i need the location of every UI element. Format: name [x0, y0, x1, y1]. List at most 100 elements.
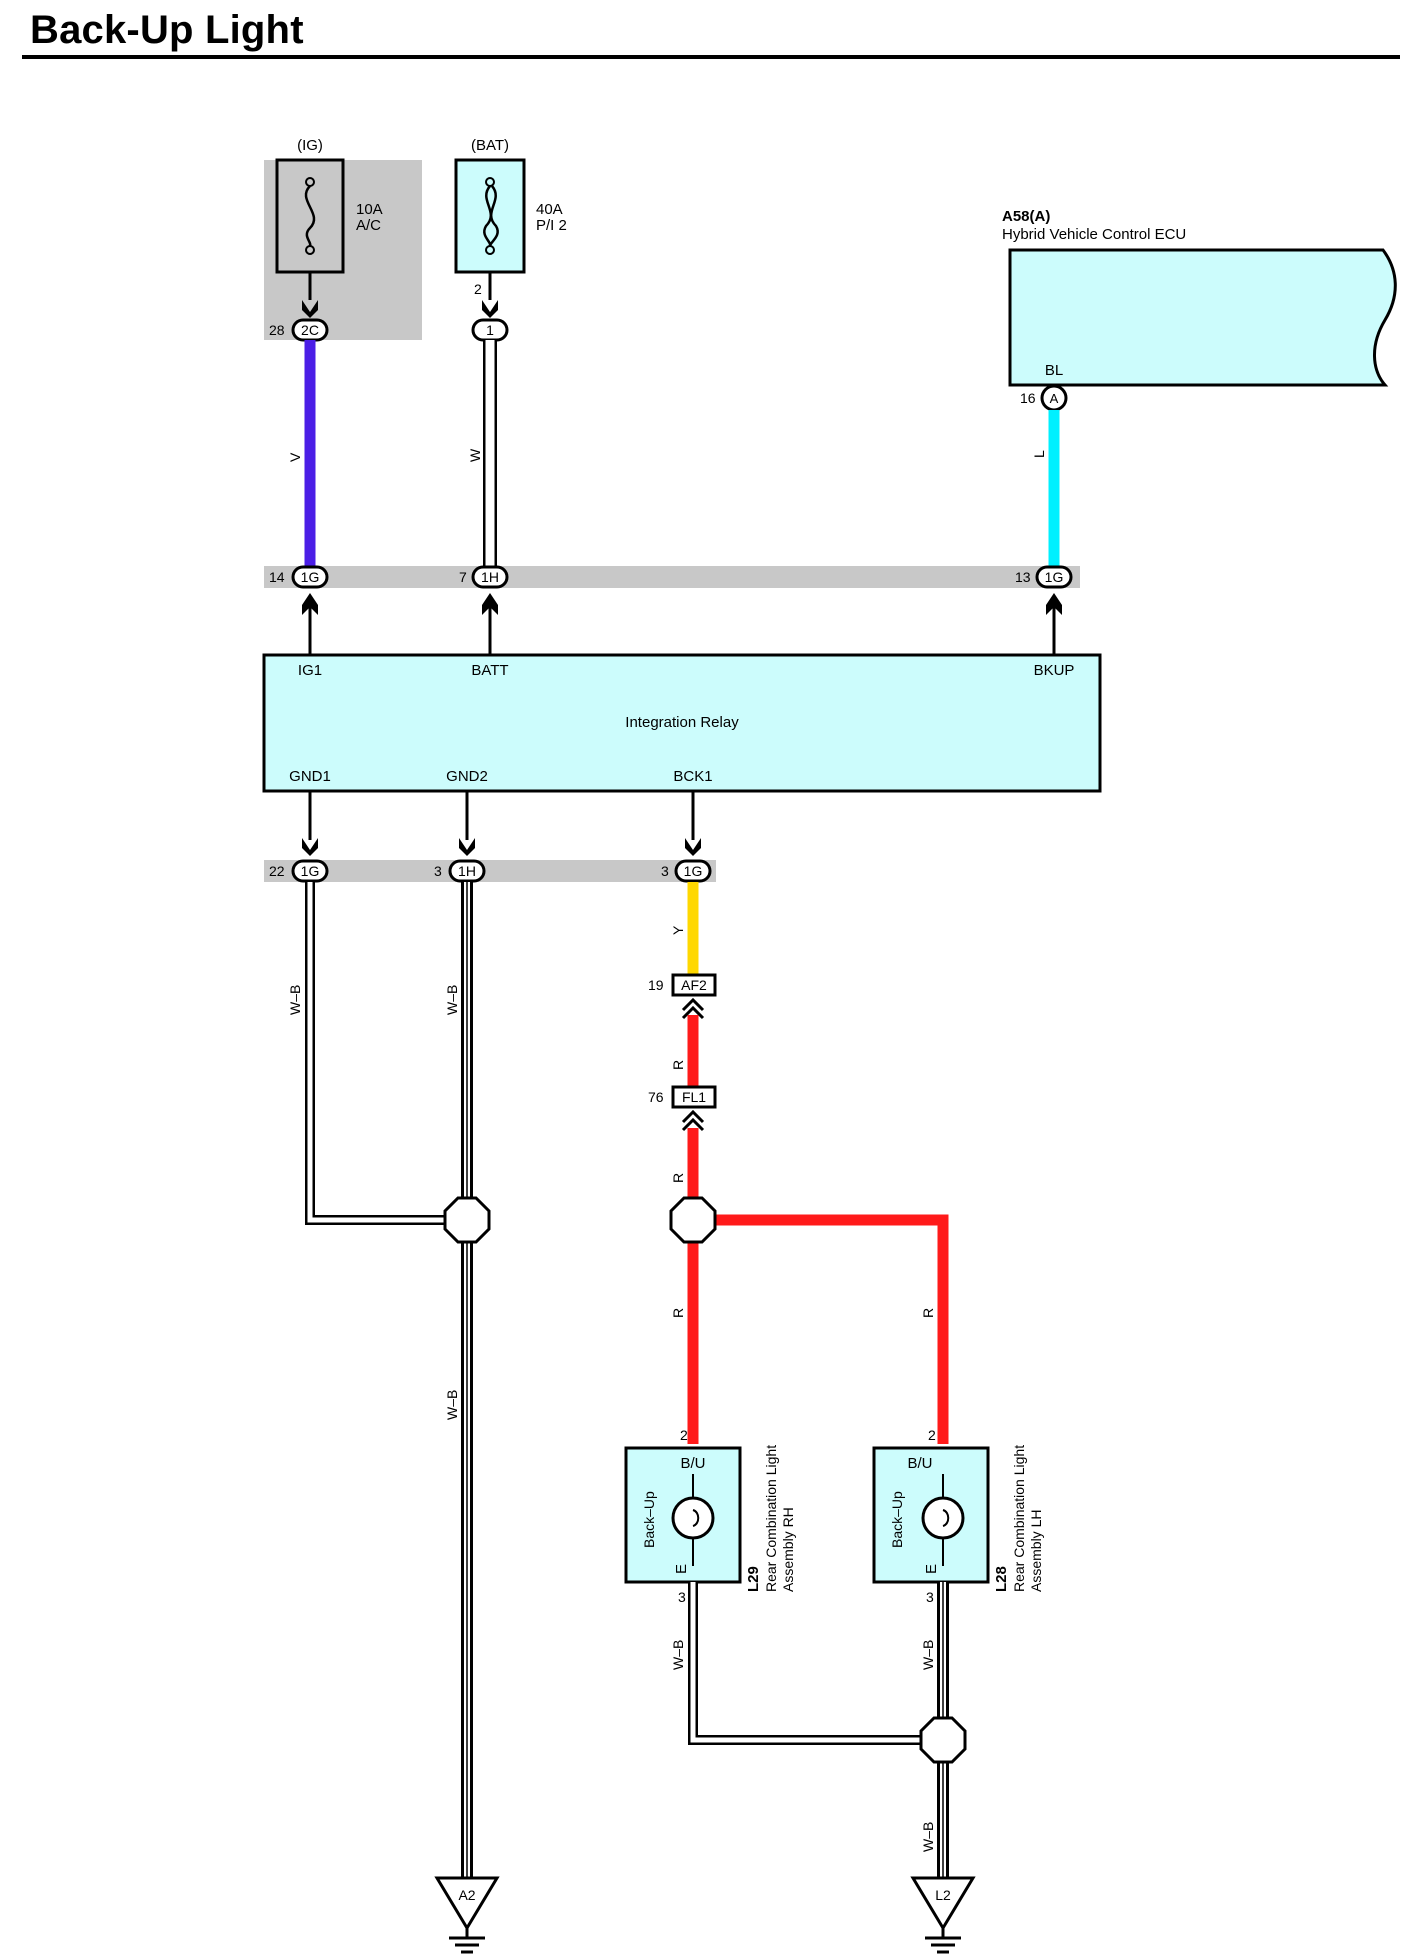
- lamp-l28-pin-top: 2: [928, 1427, 936, 1443]
- arrow-icon: [1046, 593, 1062, 615]
- bottom-junction-bar: [264, 860, 716, 882]
- fuse-bat-pin: 2: [474, 281, 482, 297]
- splice-point-signal: [669, 1196, 717, 1244]
- bottom-junction-3-conn: 1G: [684, 863, 703, 879]
- relay-term-bck1: BCK1: [673, 768, 712, 785]
- backup-signal-path: Y AF2 19 R FL1 76 R R R: [648, 882, 949, 1444]
- connector-fl1: [671, 1085, 717, 1109]
- arrow-icon: [302, 593, 318, 615]
- lamp-l28-lh: 2 B/U Back–Up E L28 Rear Combination Lig…: [872, 1427, 1044, 1605]
- relay-term-batt: BATT: [471, 662, 508, 679]
- connector-fl1-pin: 76: [648, 1089, 664, 1105]
- arrow-icon: [302, 300, 318, 318]
- lamp-l28-code: L28: [993, 1566, 1010, 1592]
- top-junction-1-pin: 14: [269, 569, 285, 585]
- top-junction-3-conn: 1G: [1045, 569, 1064, 585]
- lamp-l28-pin-bottom: 3: [926, 1589, 934, 1605]
- lamp-l28-name2: Assembly LH: [1028, 1510, 1044, 1592]
- lamp-l29-code: L29: [745, 1566, 762, 1592]
- lamp-l29-bu: B/U: [680, 1455, 705, 1472]
- bulb-icon: [671, 1496, 715, 1540]
- fuse-ig-source: (IG): [297, 137, 323, 154]
- lamp-l29-name1: Rear Combination Light: [763, 1445, 779, 1592]
- bottom-junction-3-pin: 3: [661, 863, 669, 879]
- wire-wb3-label: W–B: [444, 1390, 460, 1420]
- ecu-box: [1008, 248, 1397, 387]
- lamp-l28-bu: B/U: [907, 1455, 932, 1472]
- ecu-pin: 16: [1020, 390, 1036, 406]
- relay-top-arrows: [302, 593, 1062, 654]
- wire-wb5-label: W–B: [920, 1640, 936, 1670]
- bottom-junction-2-conn: 1H: [458, 863, 476, 879]
- ecu-code: A58(A): [1002, 208, 1050, 225]
- splice-point-lamp-ground: [919, 1716, 967, 1764]
- relay-bottom-arrows: [302, 791, 701, 856]
- ecu-terminal: BL: [1045, 362, 1063, 379]
- ground-a2: A2: [434, 1876, 500, 1954]
- top-junction-1-conn: 1G: [301, 569, 320, 585]
- bulb-icon: [921, 1496, 965, 1540]
- fuse-bat-rating: 40A: [536, 201, 563, 218]
- connector-af2: [671, 973, 717, 997]
- bottom-junction-2-pin: 3: [434, 863, 442, 879]
- ecu-connector-label: A: [1050, 391, 1059, 406]
- connector-af2-pin: 19: [648, 977, 664, 993]
- wire-r4-label: R: [920, 1308, 936, 1318]
- ground-wires-left: W–B W–B W–B: [287, 882, 491, 1878]
- title-underline: [22, 55, 1400, 59]
- lamp-l29-side-label: Back–Up: [641, 1491, 657, 1548]
- lamp-l28-e: E: [923, 1564, 940, 1574]
- ecu-block: A58(A) Hybrid Vehicle Control ECU BL A 1…: [1002, 208, 1397, 412]
- connector-fl1-label: FL1: [682, 1089, 706, 1105]
- relay-term-ig1: IG1: [298, 662, 322, 679]
- page-title: Back-Up Light: [30, 8, 304, 52]
- fuse-ig-name: A/C: [356, 217, 381, 234]
- fuse-ig-element: [304, 185, 316, 247]
- top-junction-3-pin: 13: [1015, 569, 1031, 585]
- wire-r1-label: R: [670, 1060, 686, 1070]
- wire-v-label: V: [287, 452, 303, 462]
- relay-term-bkup: BKUP: [1034, 662, 1075, 679]
- bottom-junction-1-pin: 22: [269, 863, 285, 879]
- ground-l2: L2: [910, 1876, 976, 1954]
- arrow-icon: [681, 997, 705, 1020]
- connector-2c-pin: 28: [269, 322, 285, 338]
- lamp-l29-rh: 2 B/U Back–Up E L29 Rear Combination Lig…: [624, 1427, 796, 1605]
- arrow-icon: [681, 1109, 705, 1132]
- arrow-icon: [302, 838, 318, 856]
- connector-af2-label: AF2: [681, 977, 707, 993]
- arrow-icon: [482, 593, 498, 615]
- bottom-junction-1-conn: 1G: [301, 863, 320, 879]
- lamp-l28-name1: Rear Combination Light: [1011, 1445, 1027, 1592]
- ground-a2-label: A2: [458, 1887, 475, 1903]
- wire-r-lh: [687, 1128, 949, 1444]
- bottom-junction: 1G 22 1H 3 1G 3: [264, 859, 716, 883]
- top-junction-2-conn: 1H: [481, 569, 499, 585]
- wire-r2-label: R: [670, 1173, 686, 1183]
- wire-wb1-label: W–B: [287, 985, 303, 1015]
- lamp-l29-name2: Assembly RH: [780, 1507, 796, 1592]
- lamp-l29-pin-top: 2: [680, 1427, 688, 1443]
- ground-icon: [434, 1876, 500, 1931]
- ground-icon: [910, 1876, 976, 1931]
- connector-1-label: 1: [486, 322, 494, 338]
- fuse-bat-source: (BAT): [471, 137, 509, 154]
- wire-y-label: Y: [670, 925, 686, 935]
- relay-box: [262, 653, 1102, 793]
- ground-wires-right: W–B W–B W–B: [670, 1582, 967, 1878]
- ecu-name: Hybrid Vehicle Control ECU: [1002, 226, 1186, 243]
- fuse-bat-name: P/I 2: [536, 217, 567, 234]
- arrow-icon: [685, 838, 701, 856]
- lamp-l29-pin-bottom: 3: [678, 1589, 686, 1605]
- connector-2c-label: 2C: [301, 322, 319, 338]
- wire-w-label: W: [467, 448, 483, 462]
- relay-name: Integration Relay: [625, 714, 739, 731]
- fuse-bat: (BAT) 40A P/I 2 2 1: [454, 137, 567, 342]
- ground-l2-label: L2: [935, 1887, 951, 1903]
- top-junction-bar: [264, 566, 1080, 588]
- fuse-ig-rating: 10A: [356, 201, 383, 218]
- relay-term-gnd1: GND1: [289, 768, 331, 785]
- top-junction: 1G 14 1H 7 1G 13: [264, 565, 1080, 589]
- integration-relay: IG1 BATT BKUP Integration Relay GND1 GND…: [262, 653, 1102, 793]
